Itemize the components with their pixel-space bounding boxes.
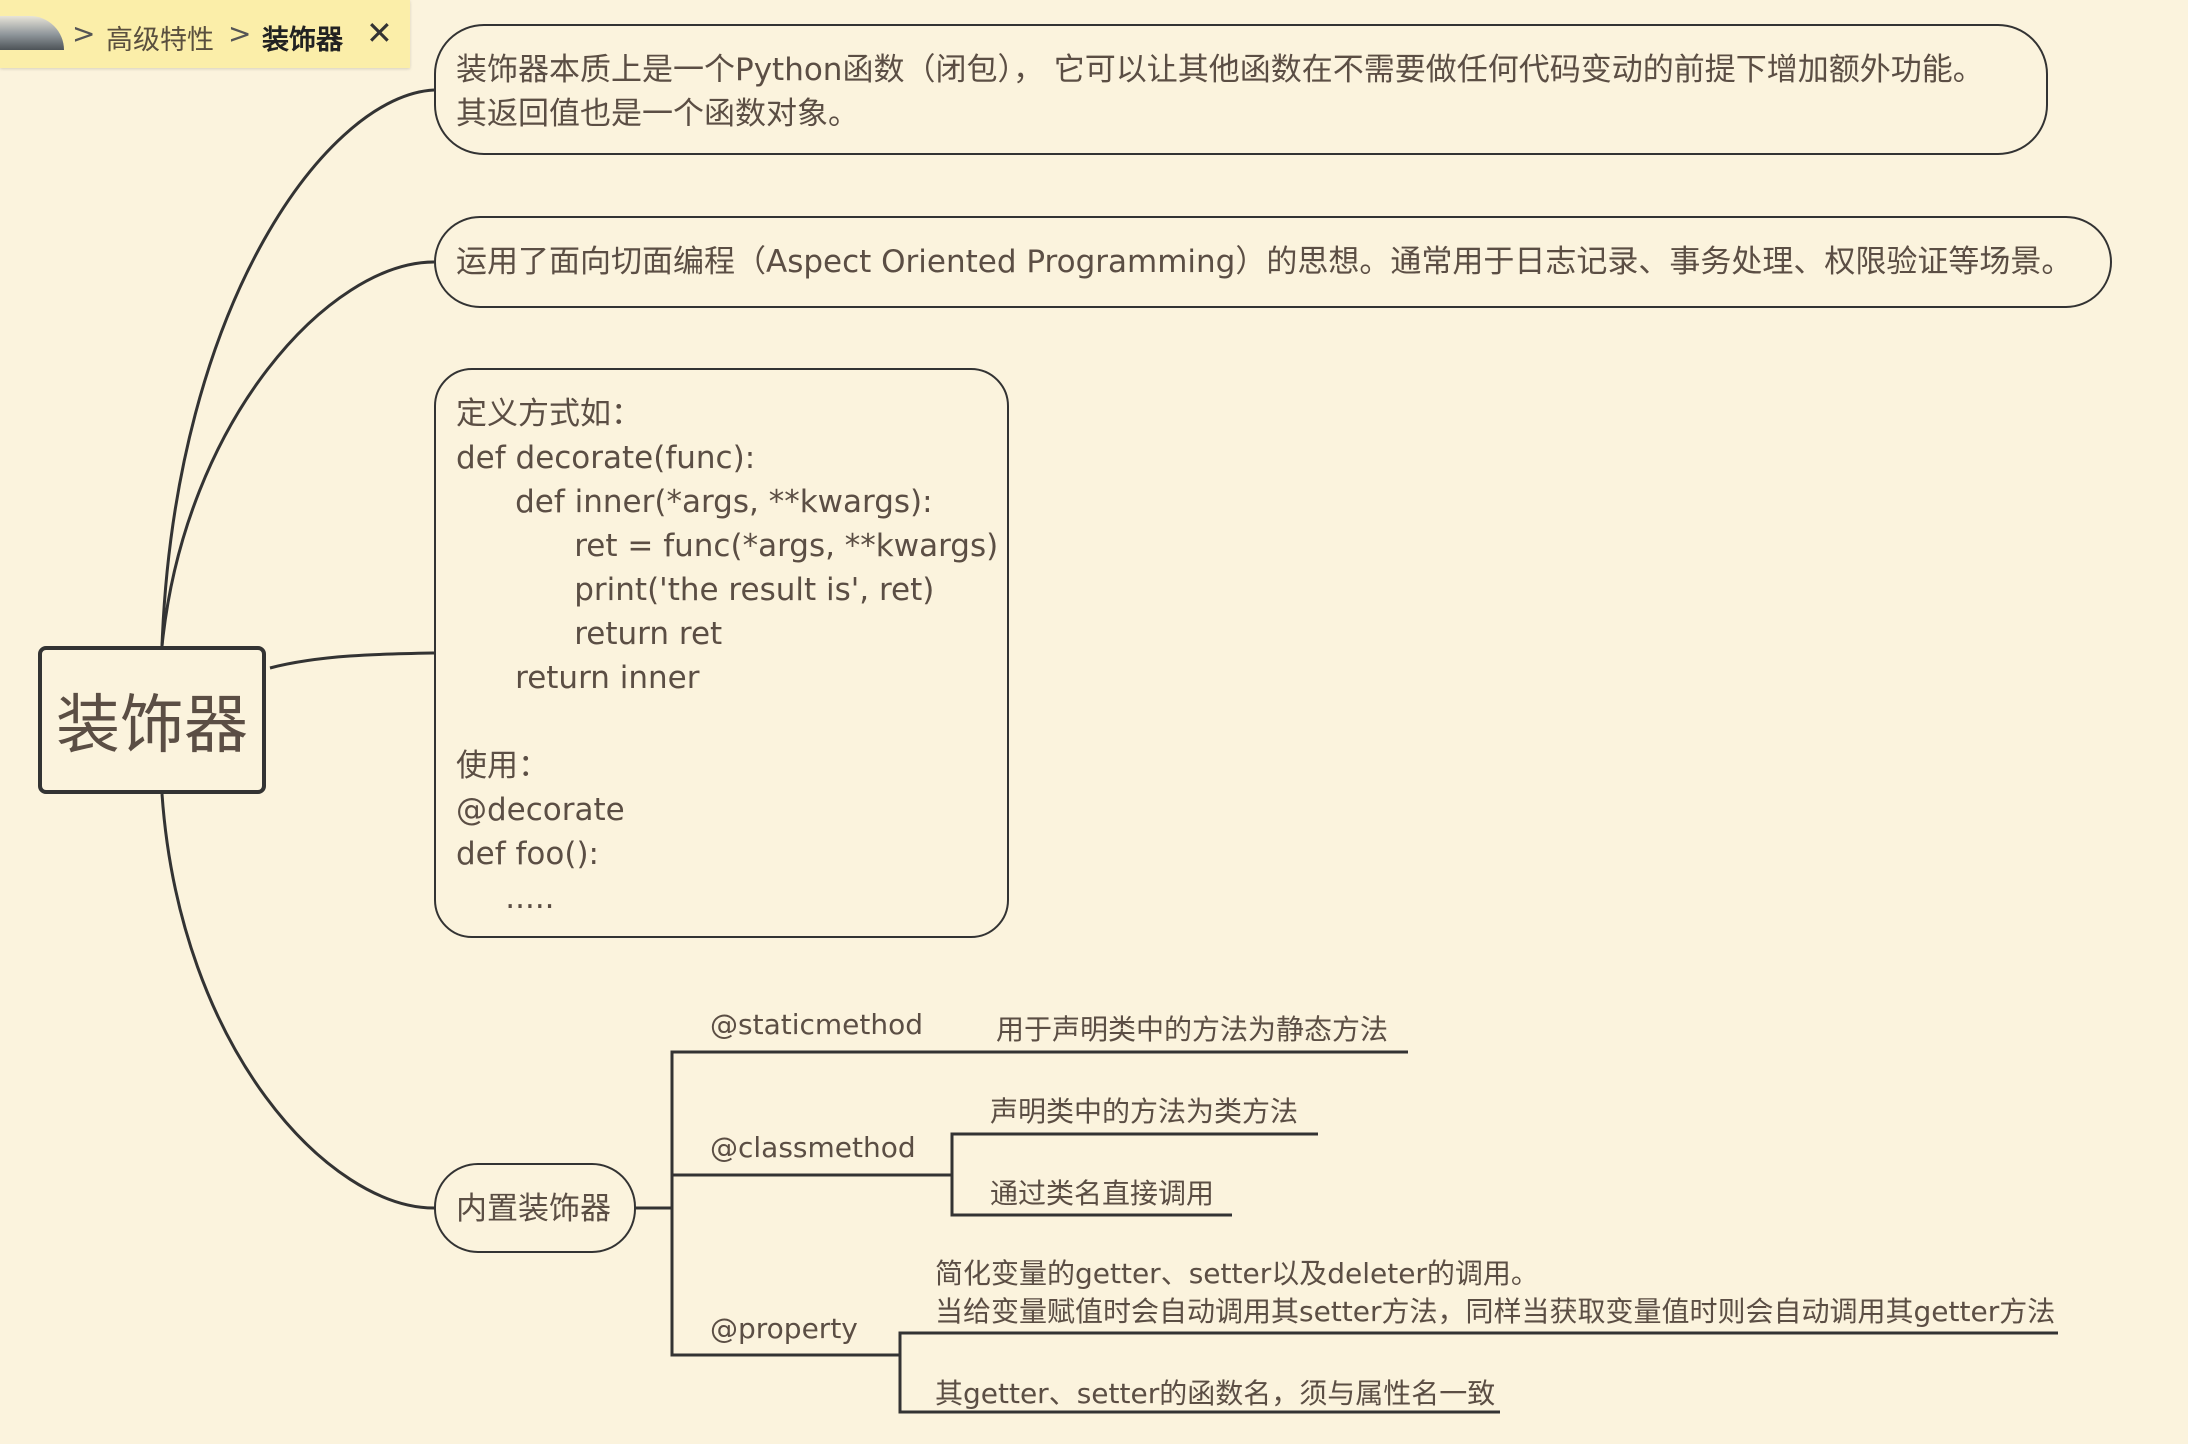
topic-text: 运用了面向切面编程（Aspect Oriented Programming）的思… xyxy=(456,244,2073,280)
topic-text: 内置装饰器 xyxy=(456,1191,611,1227)
breadcrumb-parent[interactable]: 高级特性 xyxy=(106,25,214,56)
root-topic-label: 装饰器 xyxy=(56,689,248,763)
subtopic-staticmethod[interactable]: @staticmethod xyxy=(710,1008,924,1041)
subtopic-property-desc-1[interactable]: 简化变量的getter、setter以及deleter的调用。 xyxy=(935,1257,1539,1290)
subtopic-property[interactable]: @property xyxy=(710,1312,858,1345)
map-thumbnail[interactable] xyxy=(0,16,64,50)
subtopic-classmethod-call[interactable]: 通过类名直接调用 xyxy=(990,1177,1215,1210)
code-line: def decorate(func): xyxy=(456,440,756,476)
close-icon[interactable]: ✕ xyxy=(366,14,393,52)
topic-text-line: 装饰器本质上是一个Python函数（闭包）， 它可以让其他函数在不需要做任何代码… xyxy=(456,52,1984,88)
subtopic-classmethod-desc[interactable]: 声明类中的方法为类方法 xyxy=(990,1095,1299,1128)
subtopic-classmethod[interactable]: @classmethod xyxy=(710,1131,916,1164)
topic-builtin-decorators[interactable]: 内置装饰器 xyxy=(434,1163,636,1253)
subtopic-staticmethod-desc[interactable]: 用于声明类中的方法为静态方法 xyxy=(996,1013,1389,1046)
code-line: 使用： xyxy=(456,748,549,784)
code-line: 定义方式如： xyxy=(456,396,642,432)
root-topic[interactable]: 装饰器 xyxy=(38,646,266,794)
subtopic-property-naming[interactable]: 其getter、setter的函数名，须与属性名一致 xyxy=(935,1377,1496,1410)
code-line: return inner xyxy=(456,660,700,696)
code-line xyxy=(456,700,987,744)
code-line: ..... xyxy=(456,880,555,916)
topic-code-example[interactable]: 定义方式如： def decorate(func): def inner(*ar… xyxy=(434,368,1009,938)
code-line: def foo(): xyxy=(456,836,599,872)
code-line: print('the result is', ret) xyxy=(456,572,935,608)
code-line: @decorate xyxy=(456,792,625,828)
topic-aop[interactable]: 运用了面向切面编程（Aspect Oriented Programming）的思… xyxy=(434,216,2112,308)
topic-definition[interactable]: 装饰器本质上是一个Python函数（闭包）， 它可以让其他函数在不需要做任何代码… xyxy=(434,24,2048,155)
subtopic-property-desc-2[interactable]: 当给变量赋值时会自动调用其setter方法，同样当获取变量值时则会自动调用其ge… xyxy=(935,1295,2056,1328)
breadcrumb: > 高级特性 > 装饰器 ✕ xyxy=(0,0,410,68)
code-line: return ret xyxy=(456,616,723,652)
code-line: def inner(*args, **kwargs): xyxy=(456,484,933,520)
breadcrumb-current: 装饰器 xyxy=(262,25,343,56)
code-line: ret = func(*args, **kwargs) xyxy=(456,528,999,564)
chevron-right-icon: > xyxy=(72,17,96,50)
topic-text-line: 其返回值也是一个函数对象。 xyxy=(456,96,859,132)
chevron-right-icon: > xyxy=(228,17,252,50)
